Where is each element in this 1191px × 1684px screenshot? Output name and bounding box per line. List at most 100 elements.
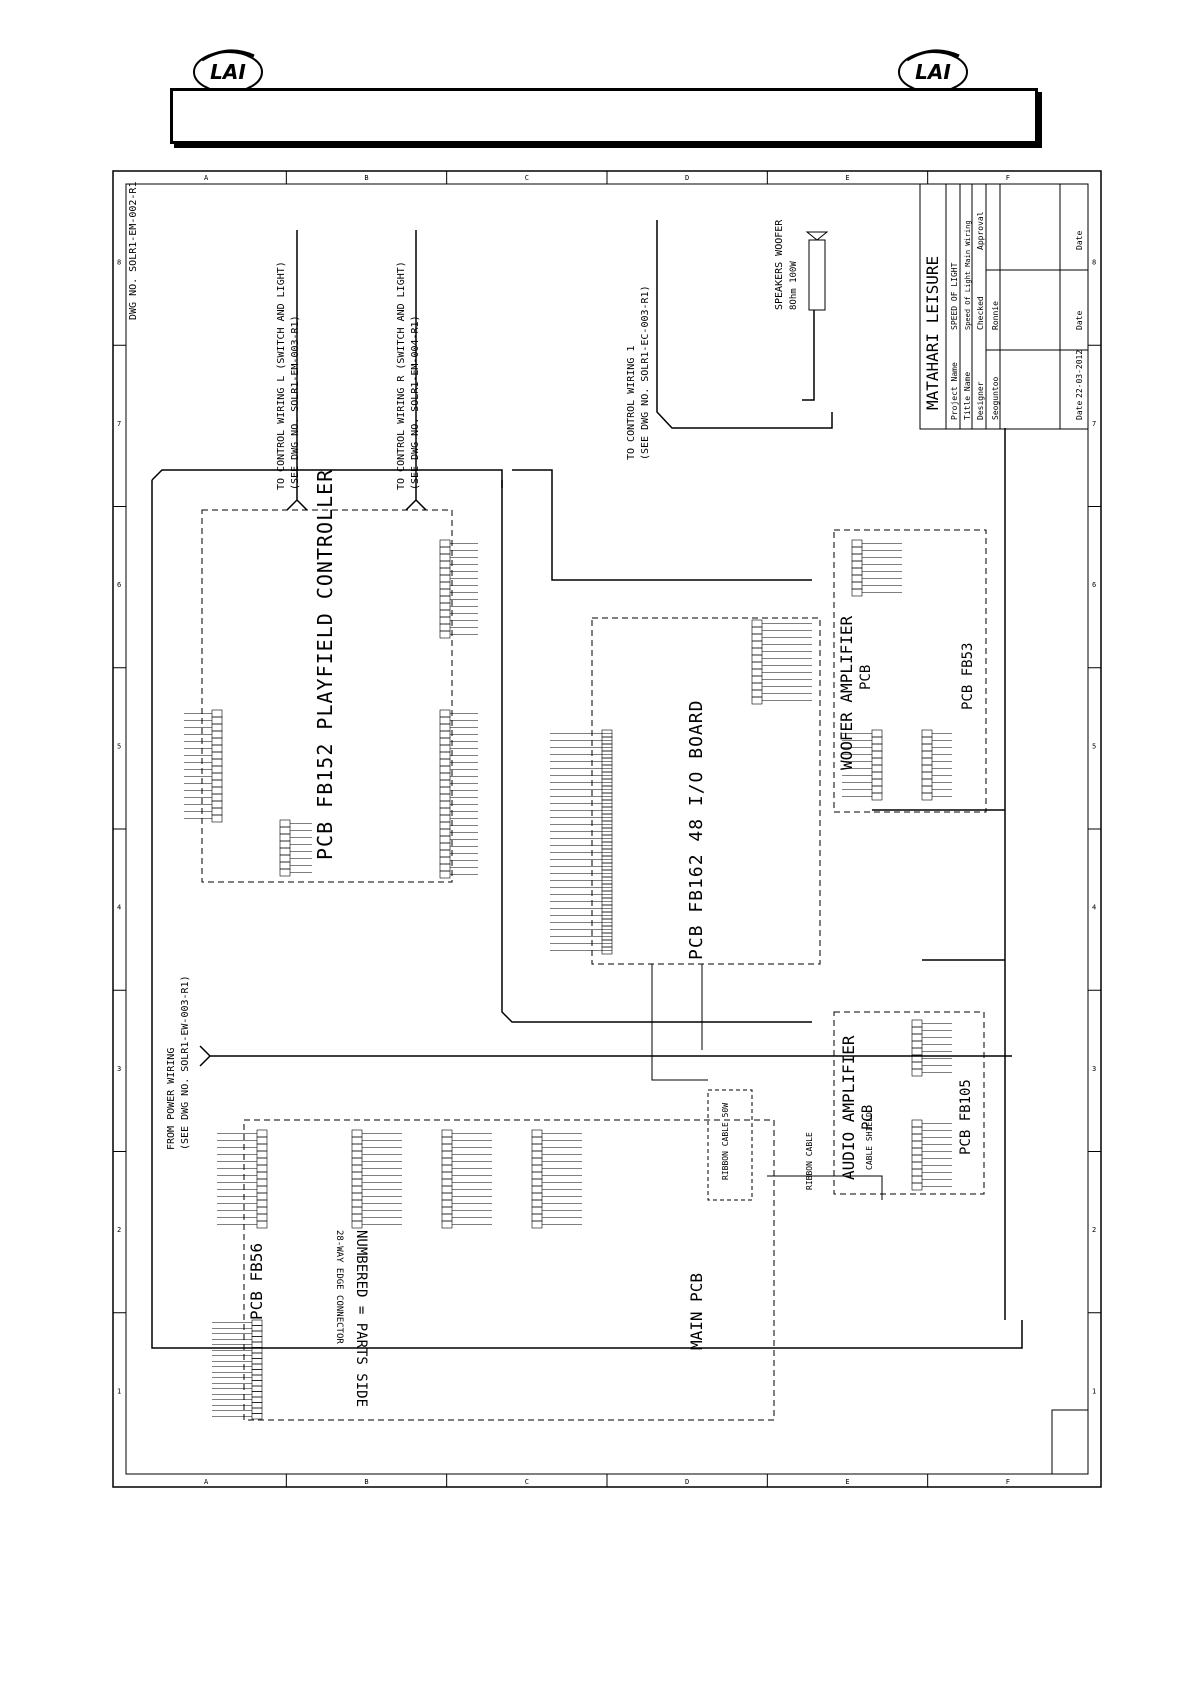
border-row-label: 3	[117, 1065, 121, 1073]
connector-pin	[441, 1192, 453, 1201]
connector-pin	[439, 828, 451, 837]
connector-pin	[439, 849, 451, 858]
connector-pin	[921, 750, 933, 759]
connector-pin	[531, 1220, 543, 1229]
connector-pin	[211, 737, 223, 746]
connector-pin	[851, 539, 863, 548]
connector-pin	[439, 623, 451, 632]
connector-pin	[871, 750, 883, 759]
connector-pin	[921, 764, 933, 773]
svg-text:Title Name: Title Name	[963, 372, 972, 420]
border-col-label: F	[1006, 174, 1010, 182]
connector-pin	[256, 1178, 268, 1187]
connector-pin	[251, 1363, 263, 1370]
connector-pin	[256, 1206, 268, 1215]
connector-pin	[439, 546, 451, 555]
connector-pin	[531, 1164, 543, 1173]
control-wiring-l: TO CONTROL WIRING L (SWITCH AND LIGHT) (…	[276, 230, 308, 511]
svg-text:Ronnie: Ronnie	[991, 301, 1000, 330]
connector-pin	[251, 1369, 263, 1376]
connector-pin	[531, 1157, 543, 1166]
svg-text:PCB FB162 48 I/O BOARD: PCB FB162 48 I/O BOARD	[686, 700, 707, 960]
connector-pin	[256, 1136, 268, 1145]
connector-pin	[279, 847, 291, 856]
svg-text:Date: Date	[1075, 311, 1084, 330]
connector-pin	[911, 1126, 923, 1135]
connector-pin	[351, 1192, 363, 1201]
connector-pin	[441, 1199, 453, 1208]
connector-pin	[871, 771, 883, 780]
connector-pin	[871, 792, 883, 801]
connector-pin	[439, 602, 451, 611]
svg-text:PCB FB56: PCB FB56	[247, 1243, 266, 1320]
connector-pin	[851, 574, 863, 583]
connector-pin	[851, 567, 863, 576]
connector-pin	[851, 581, 863, 590]
svg-text:Speed Of Light Main Wiring: Speed Of Light Main Wiring	[964, 220, 972, 330]
connector-pin	[439, 842, 451, 851]
connector-pin	[439, 863, 451, 872]
svg-text:PCB FB152 PLAYFIELD CONTROLLER: PCB FB152 PLAYFIELD CONTROLLER	[313, 469, 337, 860]
svg-text:Date: Date	[1075, 231, 1084, 250]
connector-pin	[441, 1129, 453, 1138]
connector-pin	[439, 751, 451, 760]
connector-pin	[911, 1182, 923, 1191]
border-row-label: 1	[117, 1387, 121, 1395]
border-col-label: F	[1006, 1478, 1010, 1486]
border-row-label: 5	[117, 742, 121, 750]
connector-pin	[211, 814, 223, 823]
svg-text:PCB FB53: PCB FB53	[960, 643, 976, 710]
connector-pin	[251, 1413, 263, 1420]
connector-pin	[251, 1407, 263, 1414]
connector-pin	[921, 771, 933, 780]
connector-pin	[911, 1168, 923, 1177]
connector-pin	[256, 1199, 268, 1208]
svg-text:Date: Date	[1075, 401, 1084, 420]
connector-pin	[439, 870, 451, 879]
connector-pin	[751, 696, 763, 705]
connector-pin	[441, 1178, 453, 1187]
connector-pin	[439, 588, 451, 597]
connector-pin	[256, 1143, 268, 1152]
connector-pin	[251, 1374, 263, 1381]
svg-text:SPEED OF LIGHT: SPEED OF LIGHT	[950, 262, 959, 330]
connector-pin	[531, 1199, 543, 1208]
connector-pin	[256, 1171, 268, 1180]
power-wiring: FROM POWER WIRING (SEE DWG NO. SOLR1-EW-…	[166, 975, 1012, 1150]
connector-pin	[851, 588, 863, 597]
connector-pin	[531, 1185, 543, 1194]
connector-pin	[251, 1330, 263, 1337]
logo-text-right: LAI	[915, 60, 951, 84]
connector-pin	[439, 567, 451, 576]
connector-pin	[751, 668, 763, 677]
border-row-label: 7	[1092, 420, 1096, 428]
connector-pin	[211, 765, 223, 774]
connector-pin	[351, 1206, 363, 1215]
svg-text:Seoguntoo: Seoguntoo	[991, 376, 1000, 420]
connector-pin	[251, 1352, 263, 1359]
svg-text:(SEE DWG NO. SOLR1-EW-003-R1): (SEE DWG NO. SOLR1-EW-003-R1)	[180, 975, 191, 1150]
border-row-label: 2	[1092, 1226, 1096, 1234]
connector-pin	[351, 1157, 363, 1166]
connector-pin	[211, 751, 223, 760]
connector-pin	[439, 723, 451, 732]
speakers-woofer: SPEAKERS WOOFER 8Ohm 100W	[774, 219, 829, 401]
connector-pin	[751, 654, 763, 663]
connector-pin	[439, 758, 451, 767]
connector-pin	[211, 723, 223, 732]
connector-pin	[211, 772, 223, 781]
connector-pin	[279, 868, 291, 877]
connector-pin	[921, 736, 933, 745]
connector-pin	[256, 1150, 268, 1159]
connector-pin	[531, 1129, 543, 1138]
connector-pin	[439, 765, 451, 774]
connector-pin	[439, 814, 451, 823]
connector-pin	[439, 616, 451, 625]
connector-pin	[911, 1161, 923, 1170]
connector-pin	[921, 757, 933, 766]
connector-pin	[751, 633, 763, 642]
svg-text:PCB: PCB	[858, 665, 874, 690]
connector-pin	[911, 1040, 923, 1049]
